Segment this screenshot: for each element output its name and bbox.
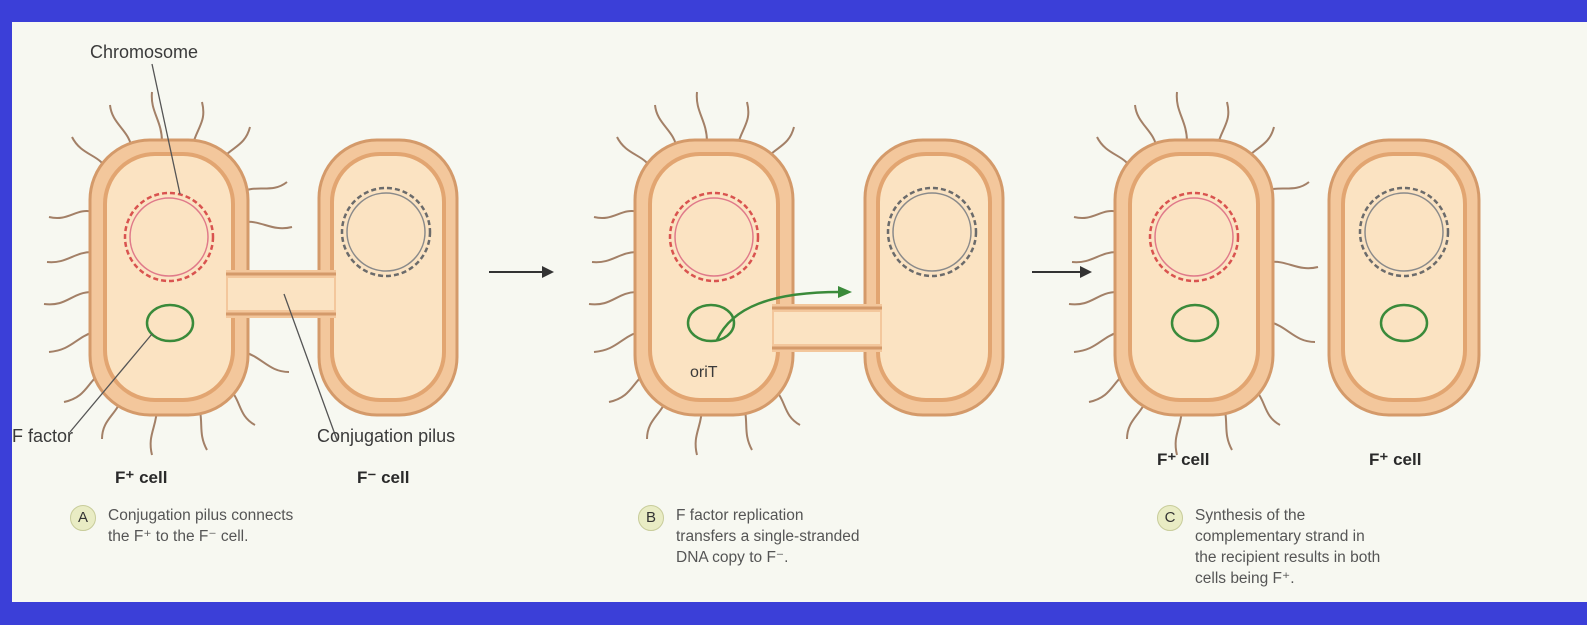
panel-b-caption: F factor replication transfers a single-… xyxy=(676,505,860,568)
panel-c-badge: C xyxy=(1157,505,1183,531)
cell-label-a-recipient: F⁻ cell xyxy=(357,468,409,487)
panel-a-caption: Conjugation pilus connects the F⁺ to the… xyxy=(108,505,293,547)
caption-line: complementary strand in xyxy=(1195,526,1380,547)
f-factor-label: F factor xyxy=(12,426,73,446)
cell-label-c1: F⁺ cell xyxy=(1157,450,1209,469)
caption-line: the recipient results in both xyxy=(1195,547,1380,568)
panel-a: Chromosome F factor Conjugation pilus F⁺… xyxy=(12,42,457,487)
cell-c2 xyxy=(1329,140,1479,415)
cell-label-c2: F⁺ cell xyxy=(1369,450,1421,469)
cell-label-a-donor: F⁺ cell xyxy=(115,468,167,487)
chromosome-label: Chromosome xyxy=(90,42,198,62)
diagram-frame: Chromosome F factor Conjugation pilus F⁺… xyxy=(12,22,1587,602)
panel-b: oriT xyxy=(589,92,1003,455)
conjugation-pilus-label: Conjugation pilus xyxy=(317,426,455,446)
caption-line: Synthesis of the xyxy=(1195,505,1380,526)
recipient-cell-b xyxy=(865,140,1003,415)
caption-line: F factor replication xyxy=(676,505,860,526)
panel-c-caption: Synthesis of the complementary strand in… xyxy=(1195,505,1380,589)
caption-line: Conjugation pilus connects xyxy=(108,505,293,526)
caption-line: the F⁺ to the F⁻ cell. xyxy=(108,526,293,547)
panel-a-badge: A xyxy=(70,505,96,531)
arrow-b-to-c xyxy=(1032,266,1092,278)
caption-line: DNA copy to F⁻. xyxy=(676,547,860,568)
caption-line: cells being F⁺. xyxy=(1195,568,1380,589)
donor-cell-a xyxy=(90,140,248,415)
conjugation-pilus-a xyxy=(226,270,336,318)
cell-c1 xyxy=(1115,140,1273,415)
panel-c: F⁺ cell F⁺ cell xyxy=(1069,92,1479,469)
conjugation-pilus-b xyxy=(772,304,882,352)
arrow-a-to-b xyxy=(489,266,554,278)
orit-label: oriT xyxy=(690,364,718,381)
panel-b-badge: B xyxy=(638,505,664,531)
recipient-cell-a xyxy=(319,140,457,415)
caption-line: transfers a single-stranded xyxy=(676,526,860,547)
